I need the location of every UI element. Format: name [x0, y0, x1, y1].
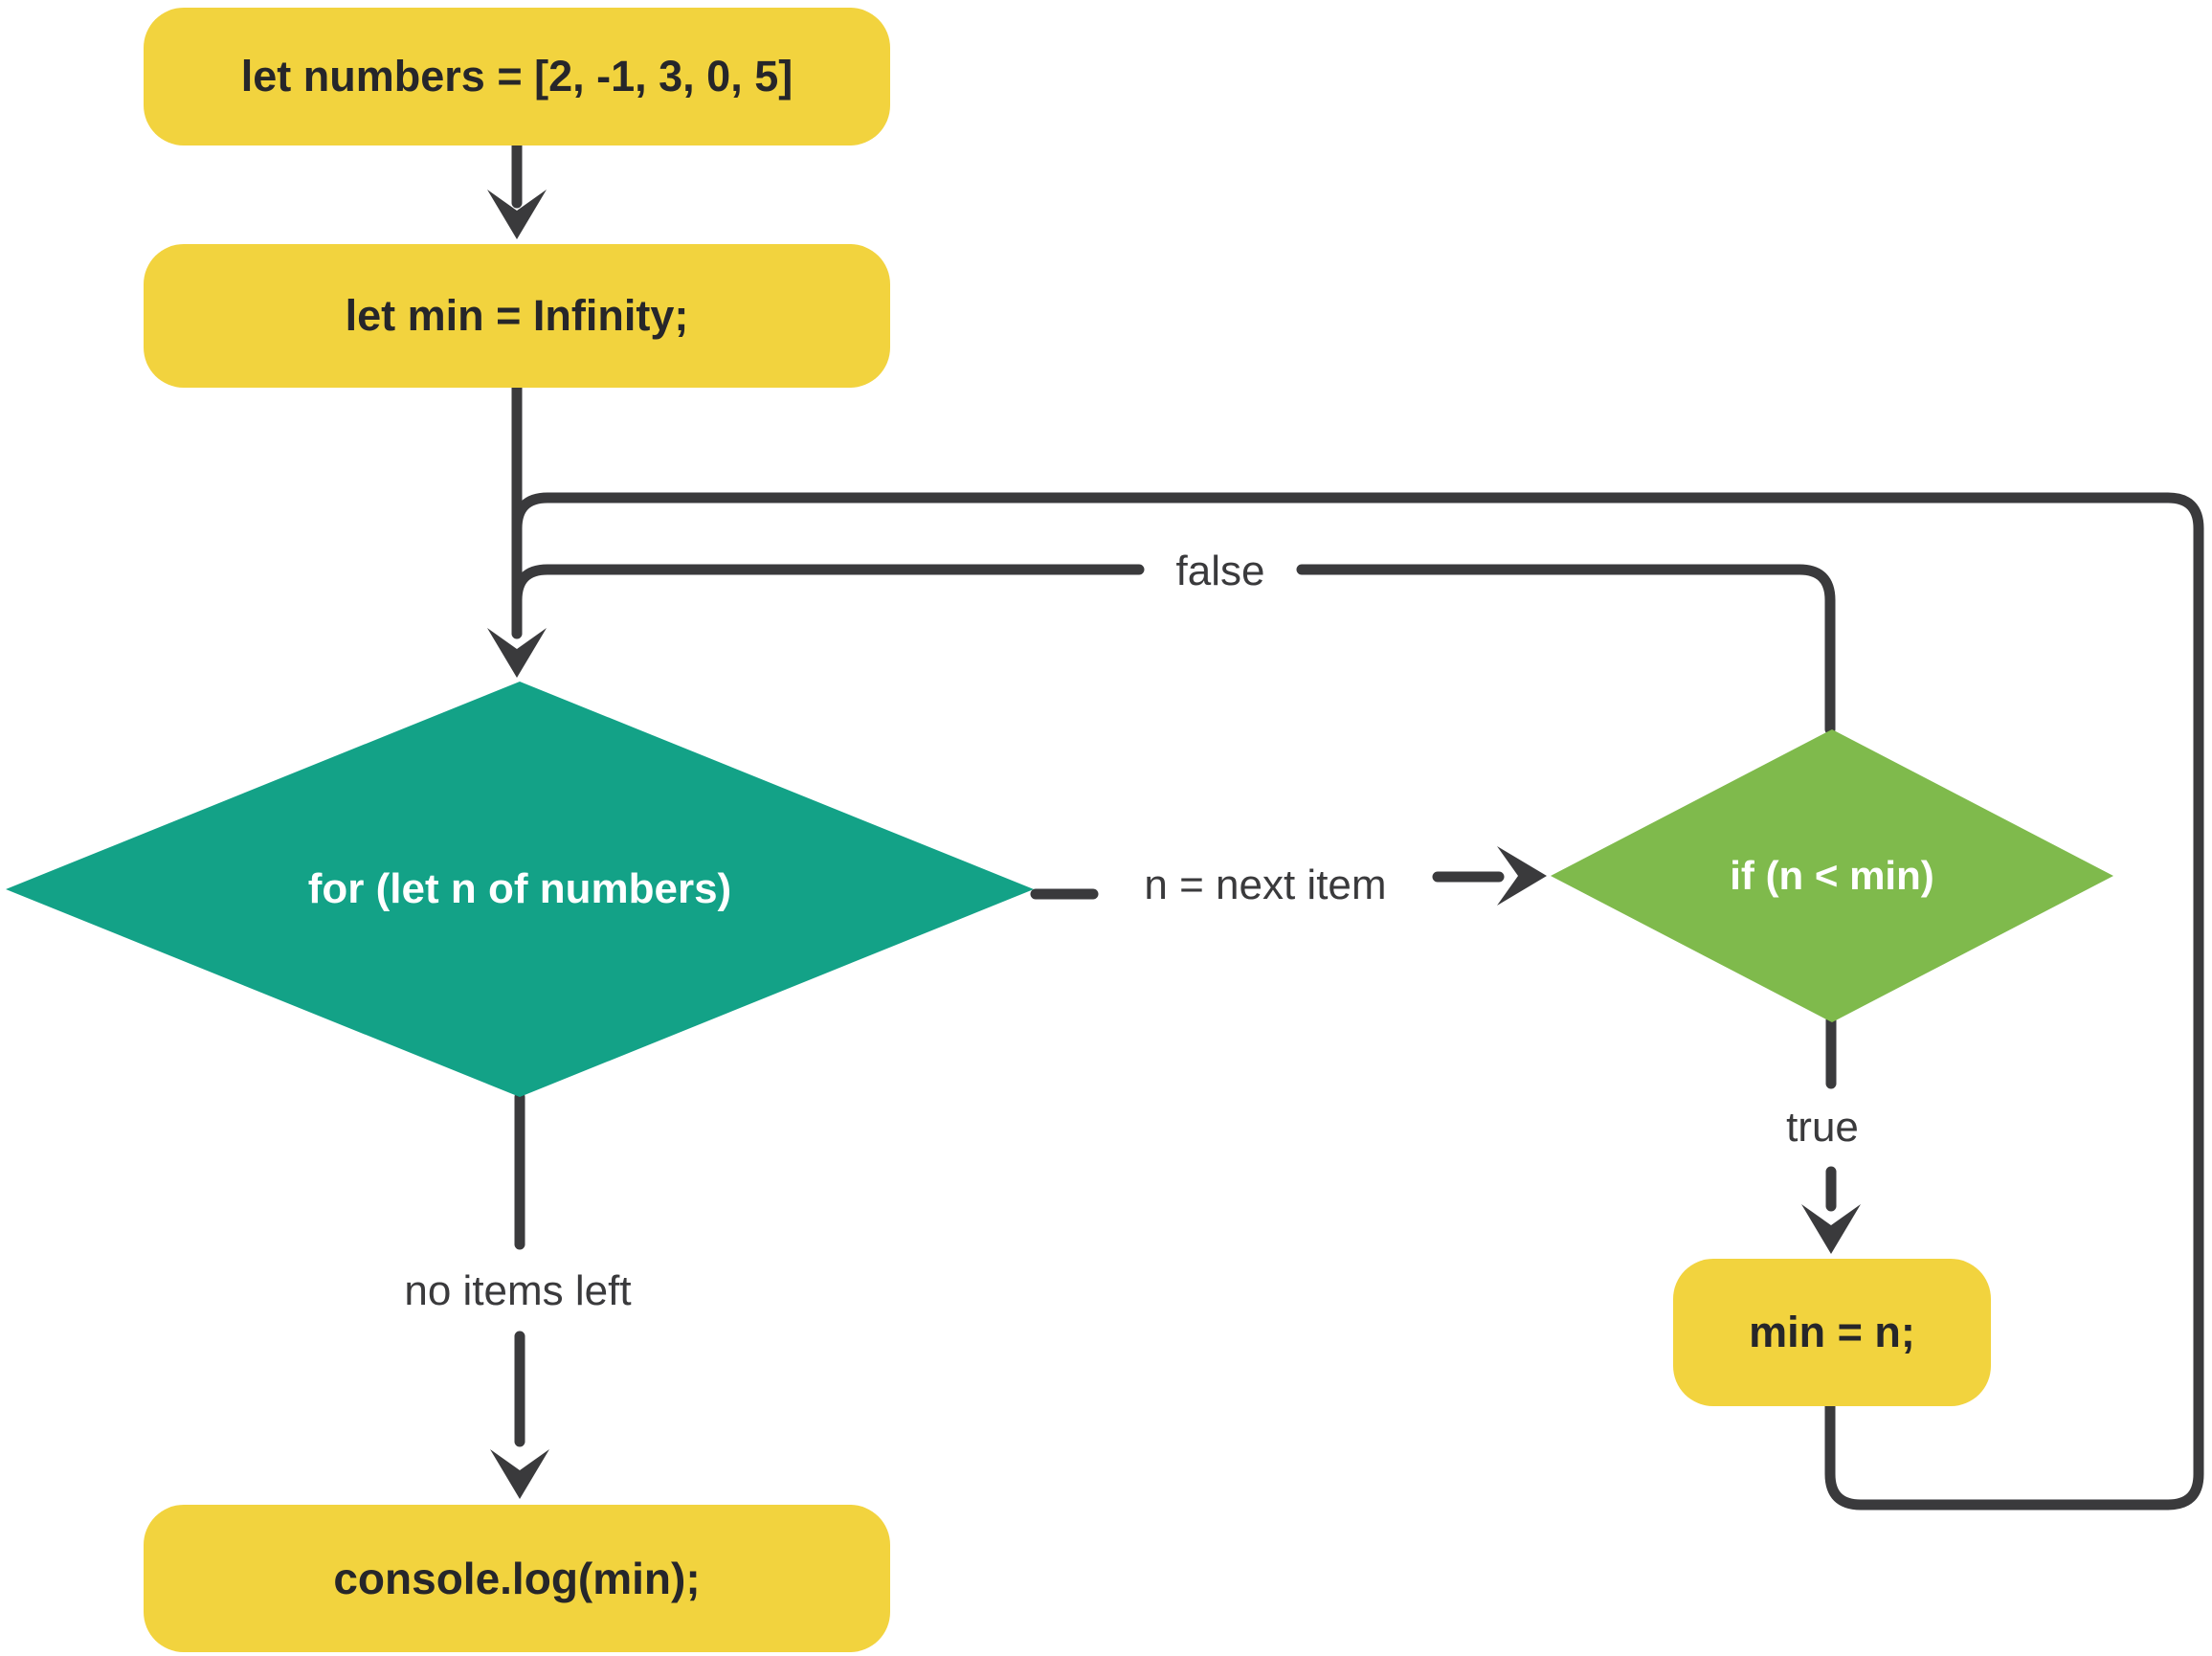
node-assign-min-label: min = n; [1749, 1308, 1915, 1357]
arrow-down-icon [487, 628, 547, 678]
node-init-numbers-label: let numbers = [2, -1, 3, 0, 5] [240, 52, 793, 101]
arrow-down-icon [487, 190, 547, 239]
node-print-min: console.log(min); [144, 1505, 890, 1652]
edge-false-left [511, 564, 1145, 606]
edge-label-true: true [1786, 1104, 1859, 1151]
edge-label-no-items-left: no items left [404, 1267, 632, 1314]
node-init-min-label: let min = Infinity; [345, 291, 689, 341]
arrow-right-icon [1497, 846, 1547, 906]
arrow-down-icon [490, 1449, 549, 1499]
edge-label-false: false [1175, 548, 1265, 594]
edge-false-right [1296, 564, 1836, 735]
node-for-loop-label: for (let n of numbers) [307, 864, 732, 912]
node-assign-min: min = n; [1673, 1259, 1991, 1406]
node-if-check-label: if (n < min) [1730, 852, 1934, 898]
node-init-numbers: let numbers = [2, -1, 3, 0, 5] [144, 8, 890, 145]
edge-loop-back [511, 492, 2204, 1511]
edge-label-next-item: n = next item [1144, 862, 1387, 908]
node-print-min-label: console.log(min); [333, 1553, 701, 1603]
node-init-min: let min = Infinity; [144, 244, 890, 388]
arrow-down-icon [1801, 1204, 1861, 1254]
